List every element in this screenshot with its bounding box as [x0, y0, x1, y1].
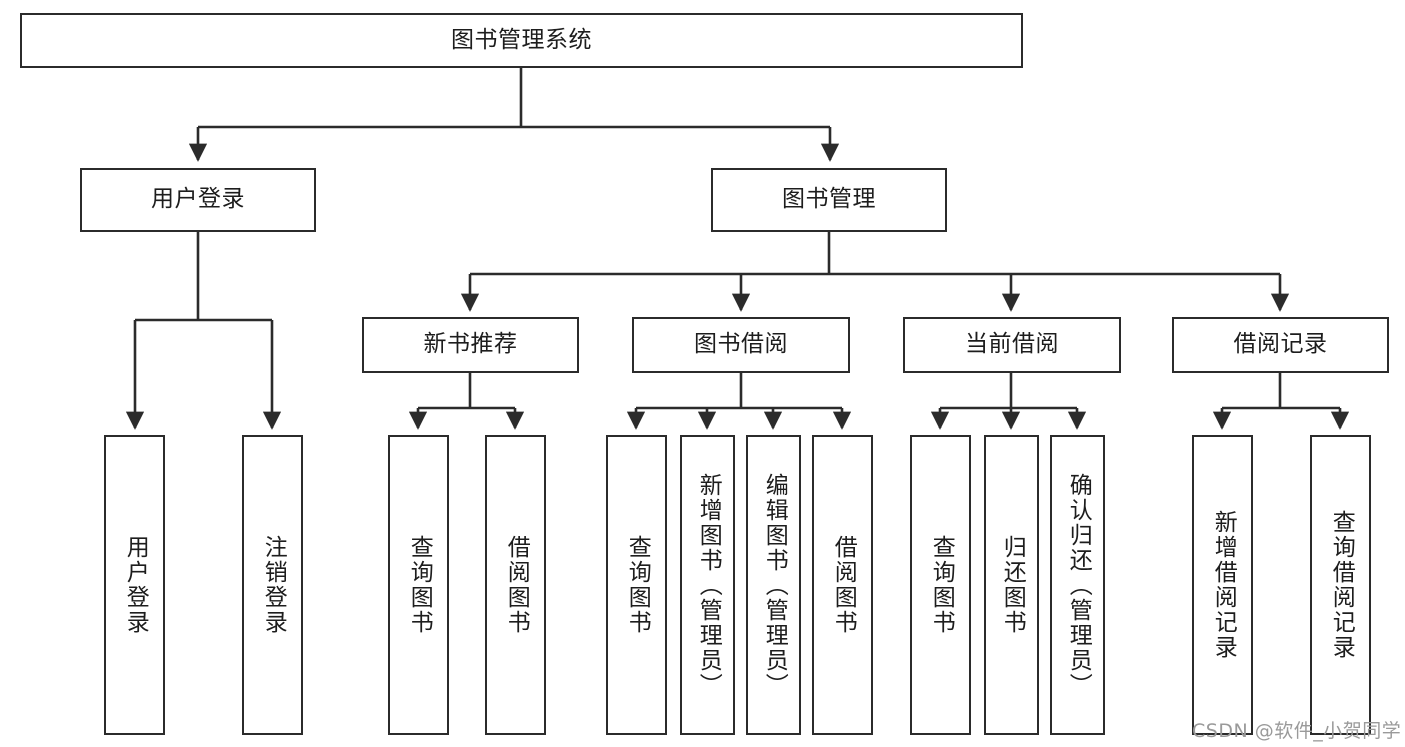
node-book-manage-label: 图书管理: [782, 186, 876, 213]
node-leaf-return-book[interactable]: 归还图书: [984, 435, 1039, 735]
node-leaf-query-book-current[interactable]: 查询图书: [910, 435, 971, 735]
node-leaf-return-book-label: 归还图书: [999, 535, 1026, 635]
node-leaf-borrow-book[interactable]: 借阅图书: [812, 435, 873, 735]
watermark-csdn: CSDN @软件_小贺同学: [1192, 720, 1402, 742]
node-leaf-query-book-rec-label: 查询图书: [406, 535, 433, 635]
node-root-label: 图书管理系统: [451, 26, 592, 53]
node-current-borrow[interactable]: 当前借阅: [903, 317, 1121, 373]
node-leaf-query-book-borrow-label: 查询图书: [624, 535, 651, 635]
node-new-book-rec-label: 新书推荐: [423, 331, 518, 358]
node-borrow-record[interactable]: 借阅记录: [1172, 317, 1389, 373]
node-leaf-user-logout-label: 注销登录: [260, 535, 287, 635]
node-book-manage[interactable]: 图书管理: [711, 168, 947, 232]
node-leaf-query-book-borrow[interactable]: 查询图书: [606, 435, 667, 735]
node-leaf-add-book-admin[interactable]: 新增图书（管理员）: [680, 435, 735, 735]
node-leaf-query-borrow-record[interactable]: 查询借阅记录: [1310, 435, 1371, 735]
node-leaf-add-borrow-record[interactable]: 新增借阅记录: [1192, 435, 1253, 735]
node-leaf-user-logout[interactable]: 注销登录: [242, 435, 303, 735]
node-leaf-borrow-book-label: 借阅图书: [830, 535, 857, 635]
node-leaf-query-borrow-record-label: 查询借阅记录: [1328, 510, 1355, 660]
node-root[interactable]: 图书管理系统: [20, 13, 1023, 68]
node-leaf-add-borrow-record-label: 新增借阅记录: [1210, 510, 1237, 660]
node-leaf-add-book-admin-label: 新增图书（管理员）: [695, 472, 722, 698]
node-leaf-query-book-rec[interactable]: 查询图书: [388, 435, 449, 735]
node-book-borrow-label: 图书借阅: [694, 331, 788, 358]
node-borrow-record-label: 借阅记录: [1233, 331, 1328, 358]
node-user-login[interactable]: 用户登录: [80, 168, 316, 232]
node-leaf-edit-book-admin[interactable]: 编辑图书（管理员）: [746, 435, 801, 735]
node-leaf-user-login[interactable]: 用户登录: [104, 435, 165, 735]
node-leaf-confirm-return-admin[interactable]: 确认归还（管理员）: [1050, 435, 1105, 735]
node-user-login-label: 用户登录: [151, 186, 245, 213]
node-leaf-borrow-book-rec-label: 借阅图书: [503, 535, 530, 635]
node-leaf-query-book-current-label: 查询图书: [928, 535, 955, 635]
node-book-borrow[interactable]: 图书借阅: [632, 317, 850, 373]
node-leaf-edit-book-admin-label: 编辑图书（管理员）: [761, 472, 788, 698]
node-leaf-confirm-return-admin-label: 确认归还（管理员）: [1065, 472, 1092, 698]
node-current-borrow-label: 当前借阅: [965, 331, 1059, 358]
node-leaf-user-login-label: 用户登录: [122, 535, 149, 635]
node-new-book-rec[interactable]: 新书推荐: [362, 317, 579, 373]
node-leaf-borrow-book-rec[interactable]: 借阅图书: [485, 435, 546, 735]
